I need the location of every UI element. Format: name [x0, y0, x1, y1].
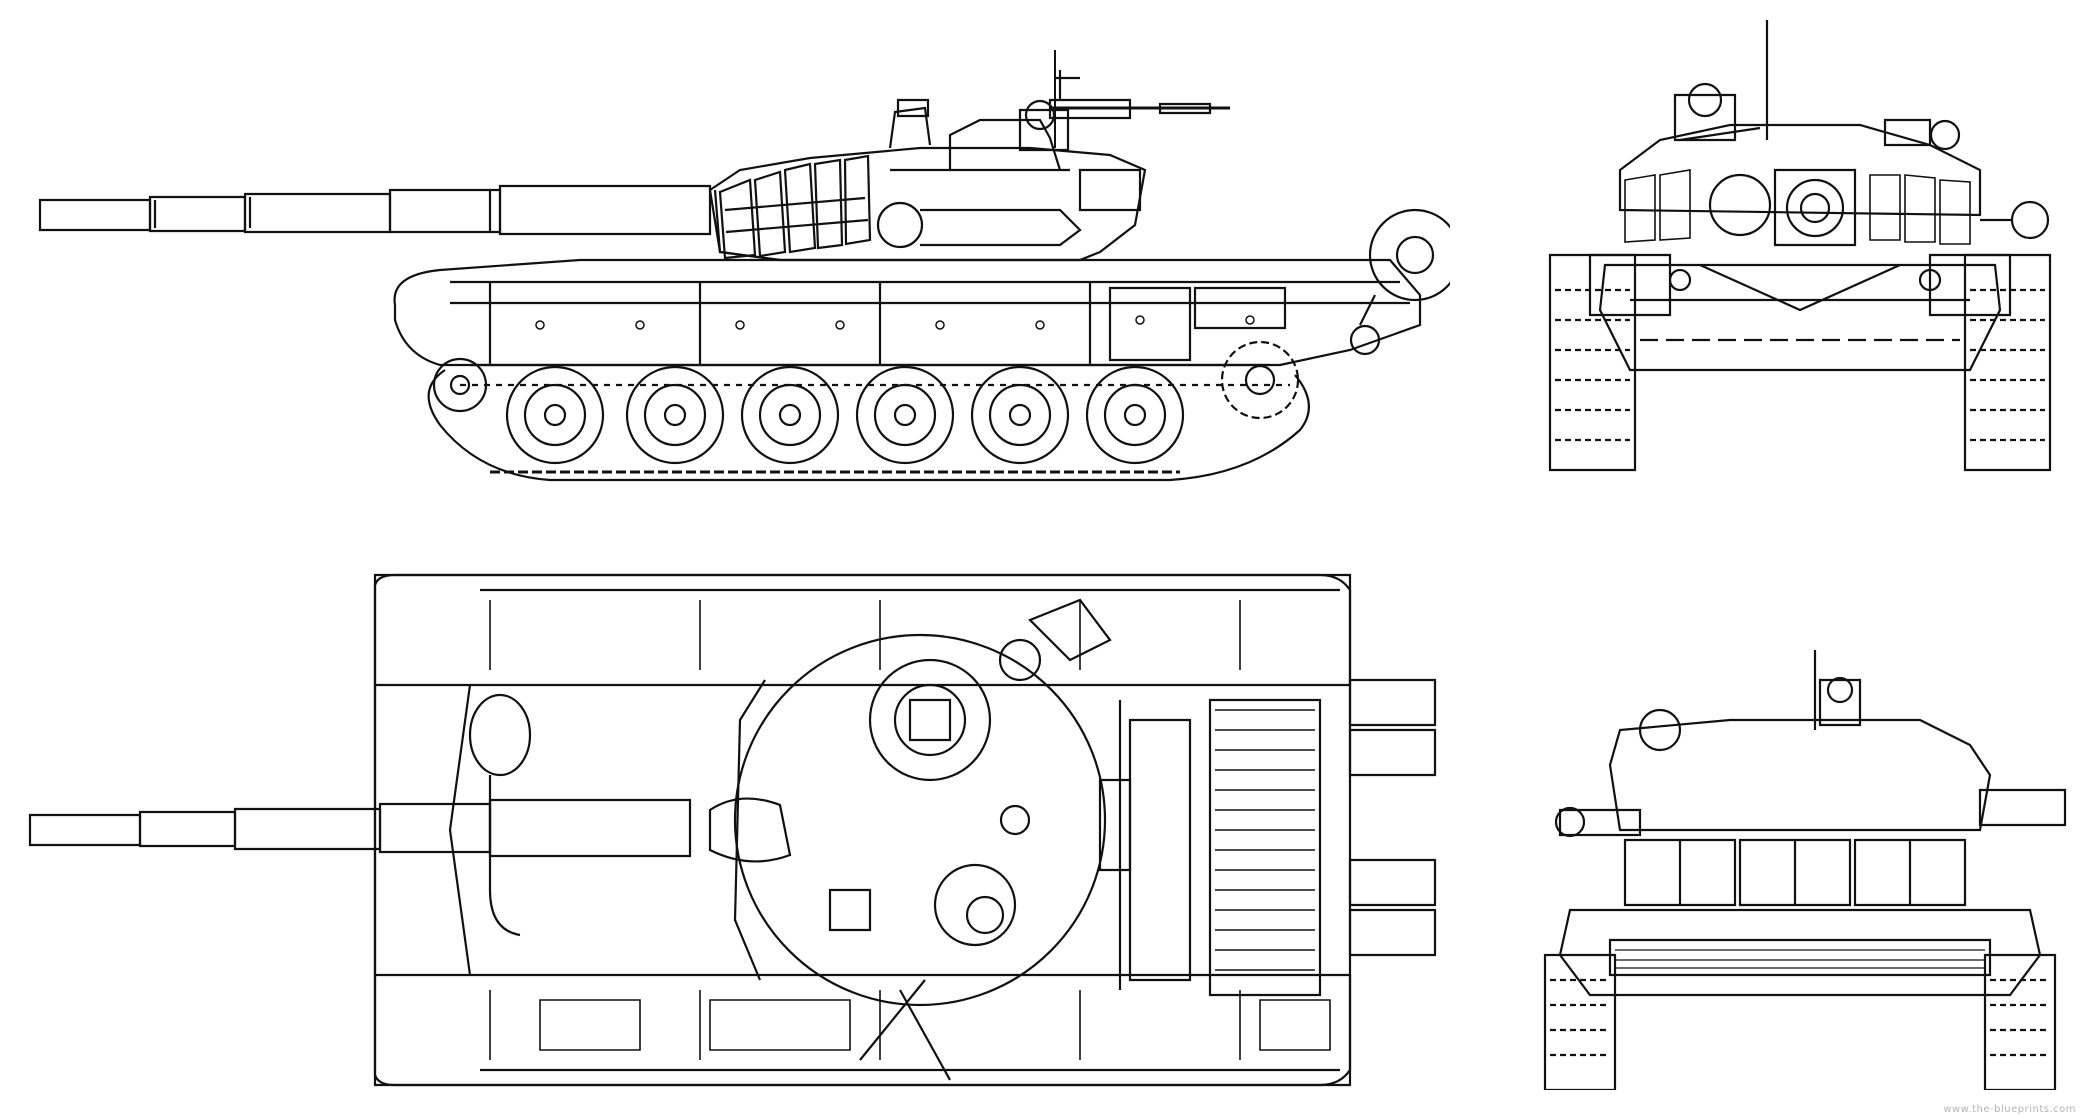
external-fuel-drum	[1351, 210, 1450, 354]
tank-front-view	[1530, 10, 2070, 480]
turret	[710, 50, 1230, 260]
main-gun-barrel	[40, 186, 710, 234]
rear-right-track	[1985, 955, 2055, 1090]
road-wheel-5	[972, 367, 1068, 463]
reactive-armor-blocks	[720, 156, 870, 258]
top-hull	[375, 575, 1350, 1085]
side-view-drawing	[20, 20, 1450, 490]
road-wheels	[434, 342, 1298, 463]
rear-view-drawing	[1530, 650, 2070, 1090]
tank-rear-view	[1530, 650, 2070, 1090]
rear-hull	[1560, 910, 2040, 995]
unditching-log	[470, 695, 530, 935]
rear-fuel-drums	[1625, 840, 1965, 905]
road-wheel-4	[857, 367, 953, 463]
front-reactive-armor	[1625, 170, 1970, 244]
hull-rivets	[536, 316, 1254, 329]
tank-top-view	[20, 560, 1450, 1090]
front-turret	[1620, 84, 2048, 245]
track	[429, 370, 1309, 480]
front-right-track	[1965, 255, 2050, 470]
engine-deck	[1100, 700, 1320, 995]
idler-wheel	[434, 359, 486, 411]
road-wheel-3	[742, 367, 838, 463]
drive-sprocket	[1222, 342, 1298, 418]
front-view-drawing	[1530, 10, 2070, 480]
road-wheel-2	[627, 367, 723, 463]
rear-fuel-drums	[1350, 680, 1435, 955]
hull	[395, 260, 1420, 365]
front-left-track	[1550, 255, 1635, 470]
top-fenders	[490, 600, 1330, 1060]
road-wheel-1	[507, 367, 603, 463]
road-wheel-6	[1087, 367, 1183, 463]
tank-side-view	[20, 20, 1450, 490]
rear-left-track	[1545, 955, 1615, 1090]
anti-aircraft-machine-gun	[1050, 70, 1230, 118]
watermark: www.the-blueprints.com	[1943, 1104, 2076, 1115]
top-view-drawing	[20, 560, 1450, 1090]
front-hull	[1590, 255, 2010, 370]
top-turret	[710, 600, 1110, 1080]
top-gun-barrel	[30, 800, 690, 856]
rear-turret	[1556, 678, 2065, 836]
